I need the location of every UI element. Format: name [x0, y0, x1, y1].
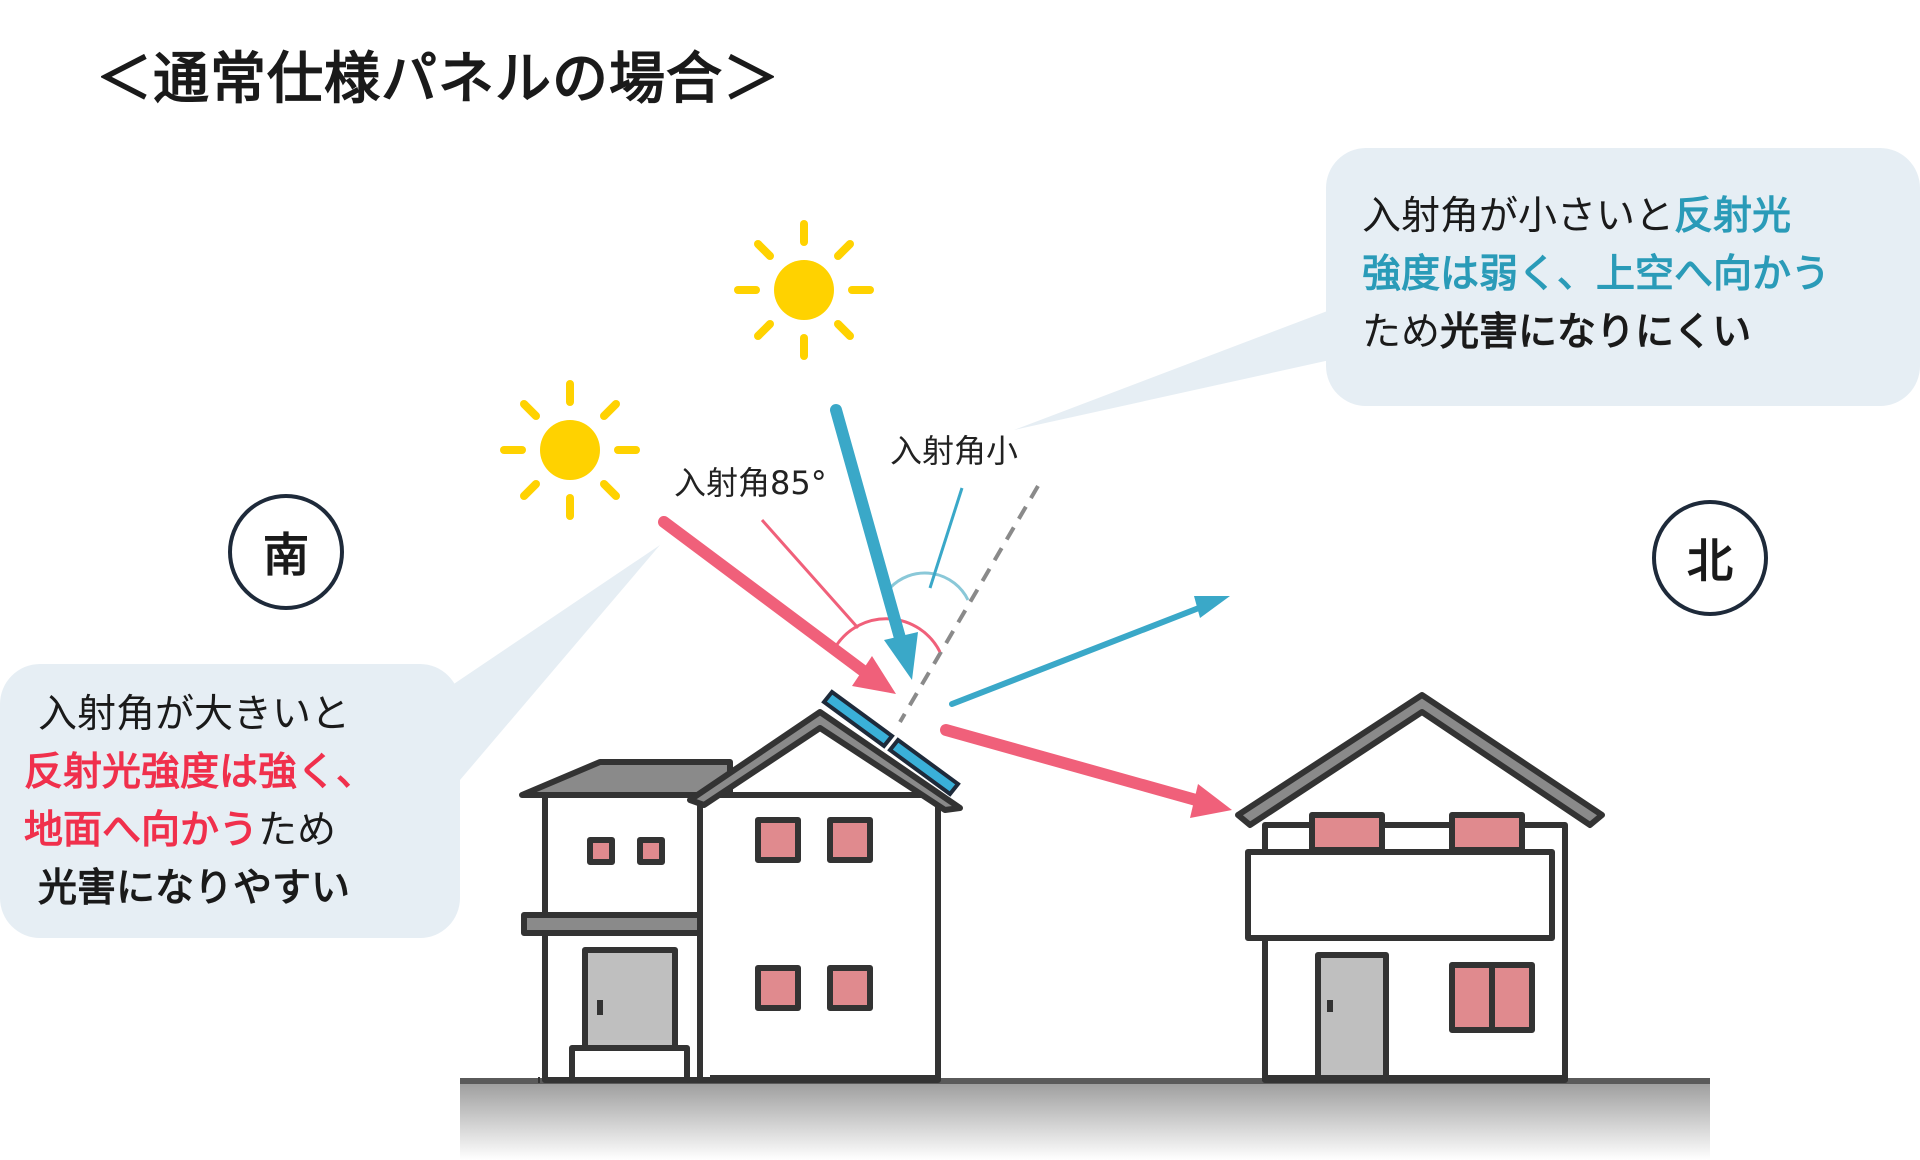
callout-line: ため光害になりにくい	[1362, 310, 1752, 355]
angle-arc-large	[834, 617, 942, 653]
callout-small-angle: 入射角が小さいと反射光 強度は弱く、上空へ向かう ため光害になりにくい	[1326, 148, 1920, 406]
incident-ray-large	[658, 516, 896, 694]
callout-line: 入射角が大きいと	[38, 692, 351, 737]
compass-north-badge: 北	[1652, 500, 1768, 616]
callout-line: 入射角が小さいと反射光	[1362, 194, 1792, 239]
callout-line: 地面へ向かうため	[24, 808, 337, 853]
solar-panel-icon	[821, 689, 961, 797]
sun-icon	[500, 380, 640, 520]
normal-line	[898, 484, 1040, 724]
compass-south-label: 南	[263, 528, 309, 582]
callout-line: 反射光強度は強く、	[24, 750, 376, 795]
callout-large-angle: 入射角が大きいと 反射光強度は強く、 地面へ向かうため 光害になりやすい	[0, 664, 460, 938]
sun-icon	[734, 220, 874, 360]
callout-tail-left	[430, 545, 660, 780]
page-title: ＜通常仕様パネルの場合＞	[96, 47, 780, 112]
incident-ray-small	[830, 404, 918, 680]
angle-label-large: 入射角85°	[674, 464, 827, 502]
house-icon	[519, 709, 963, 1083]
compass-north-label: 北	[1687, 534, 1733, 588]
reflected-ray-small	[949, 596, 1230, 707]
callout-line: 光害になりやすい	[38, 866, 351, 911]
compass-south-badge: 南	[228, 494, 344, 610]
reflected-ray-large	[940, 724, 1232, 818]
callout-line: 強度は弱く、上空へ向かう	[1362, 252, 1831, 297]
callout-tail-right	[1014, 310, 1330, 430]
house-icon	[1235, 692, 1605, 1083]
ground	[460, 1080, 1710, 1160]
angle-arc-small	[888, 571, 970, 601]
angle-label-small: 入射角小	[890, 432, 1019, 470]
